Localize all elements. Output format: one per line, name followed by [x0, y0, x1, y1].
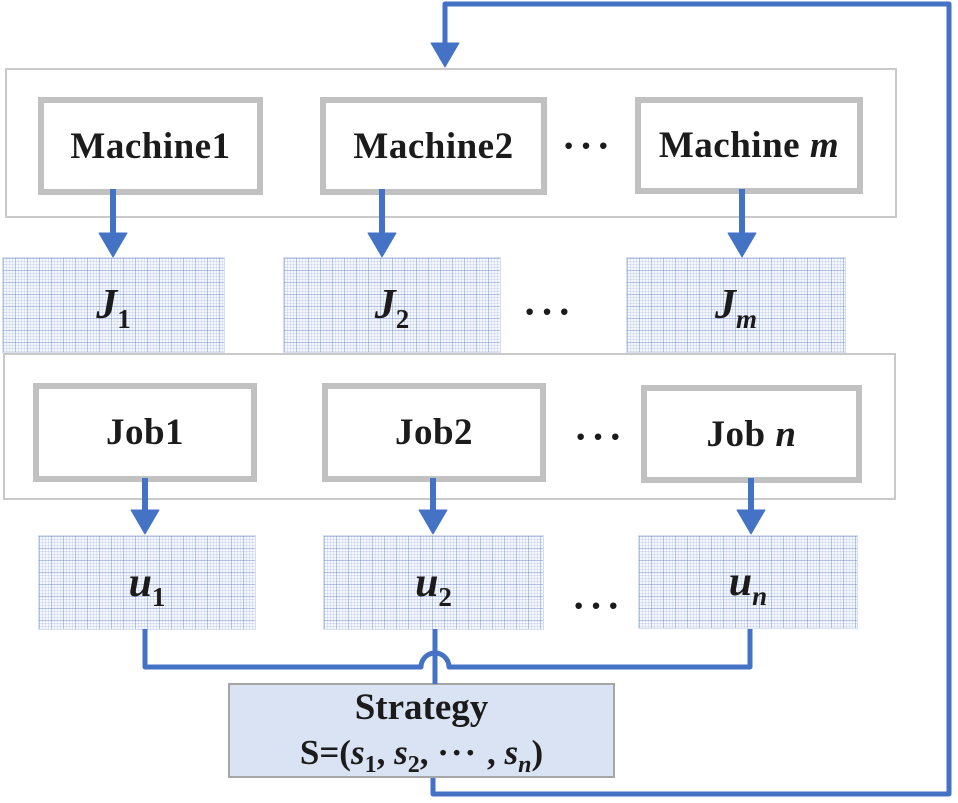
u-bus-line-with-hop	[142, 629, 753, 670]
machine2-label: Machine2	[353, 125, 514, 167]
machine-m-label: Machine m	[658, 125, 840, 166]
job2-box: Job2	[322, 383, 546, 482]
j2-label: J2	[374, 282, 410, 334]
jobs-ellipsis: ···	[573, 414, 627, 459]
u2-label: u2	[415, 559, 452, 612]
job-n-label: Job n	[706, 413, 797, 455]
arrow-down-icon	[736, 509, 766, 535]
machine1-box: Machine1	[38, 97, 263, 195]
machine-m-box: Machine m	[635, 97, 863, 194]
un-label: un	[728, 559, 768, 611]
arrow-down-icon	[727, 232, 757, 258]
job2-label: Job2	[394, 412, 474, 453]
utility-to-strategy-connector	[142, 629, 753, 684]
j2-hatch-box: J2	[283, 257, 501, 353]
jm-label: Jm	[714, 282, 757, 334]
u1-hatch-box: u1	[38, 535, 256, 630]
machines-ellipsis: ···	[561, 123, 615, 168]
strategy-box: Strategy S=(s1, s2, ··· , sn)	[228, 683, 615, 778]
u-row-ellipsis: ···	[571, 583, 625, 628]
arrow-down-icon	[418, 509, 448, 535]
arrow-down-icon	[130, 509, 160, 535]
jm-hatch-box: Jm	[626, 257, 846, 353]
job1-label: Job1	[105, 412, 185, 453]
u1-label: u1	[128, 559, 166, 612]
machine1-label: Machine1	[70, 125, 231, 167]
strategy-formula: S=(s1, s2, ··· , sn)	[299, 732, 544, 778]
arrow-down-icon	[430, 42, 460, 68]
u2-hatch-box: u2	[323, 535, 544, 630]
un-hatch-box: un	[638, 535, 858, 629]
arrow-down-icon	[98, 232, 128, 258]
j-row-ellipsis: ···	[522, 289, 576, 334]
j1-hatch-box: J1	[2, 257, 225, 353]
job1-box: Job1	[33, 383, 257, 482]
job-n-box: Job n	[641, 385, 862, 483]
machine2-box: Machine2	[320, 97, 547, 195]
strategy-title: Strategy	[354, 686, 489, 728]
j1-label: J1	[96, 282, 131, 334]
arrow-down-icon	[367, 232, 397, 258]
